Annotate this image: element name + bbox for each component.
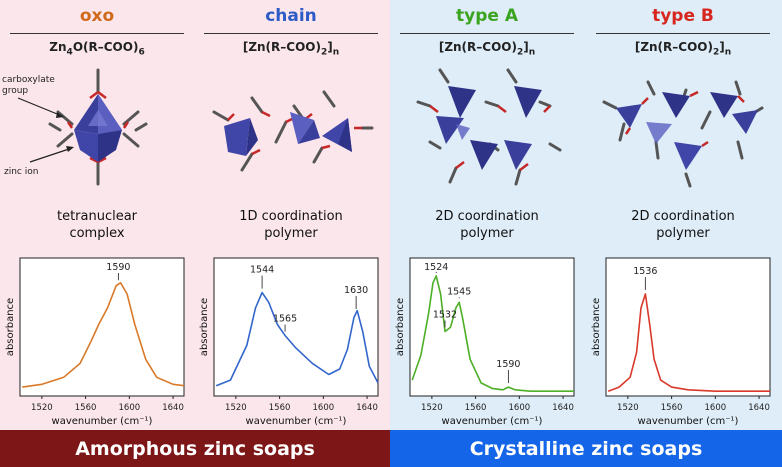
column-title: chain	[265, 6, 317, 26]
x-tick-label: 1560	[465, 403, 487, 413]
structure-description: 2D coordination polymer	[390, 208, 584, 242]
x-tick-label: 1640	[552, 403, 574, 413]
type-a-structure-diagram	[416, 68, 562, 186]
spectrum-line	[215, 291, 379, 387]
peak-label: 1590	[106, 262, 130, 273]
chemical-formula: [Zn(R–COO)2]n	[438, 40, 536, 58]
carboxylate-label: carboxylate	[2, 75, 55, 85]
amorphous-banner: Amorphous zinc soaps	[0, 430, 390, 467]
x-tick-label: 1520	[421, 403, 443, 413]
y-axis-label: absorbance	[199, 298, 210, 356]
structure-description: 1D coordination polymer	[194, 208, 388, 242]
x-tick-label: 1560	[75, 403, 97, 413]
description-line: tetranuclear	[56, 209, 138, 224]
y-axis-label: absorbance	[395, 298, 406, 356]
zinc-ion-label: zinc ion	[4, 167, 38, 177]
x-tick-label: 1520	[225, 403, 247, 413]
carboxylate-label-line2: group	[2, 86, 28, 96]
plot-frame	[19, 257, 185, 397]
x-tick-label: 1560	[661, 403, 683, 413]
y-axis-label: absorbance	[5, 298, 16, 356]
type-b-structure-diagram	[602, 80, 764, 188]
x-tick-label: 1520	[31, 403, 53, 413]
description-line: polymer	[460, 226, 514, 241]
x-tick-label: 1560	[269, 403, 291, 413]
x-axis-label: wavenumber (cm⁻¹)	[442, 416, 543, 427]
description-line: complex	[69, 226, 125, 241]
column-title: oxo	[79, 6, 115, 26]
x-tick-label: 1600	[313, 403, 335, 413]
chemical-formula: [Zn(R–COO)2]n	[634, 40, 732, 58]
x-tick-label: 1640	[162, 403, 184, 413]
divider	[400, 33, 574, 34]
x-tick-label: 1640	[356, 403, 378, 413]
peak-label: 1545	[447, 286, 471, 297]
x-tick-label: 1600	[705, 403, 727, 413]
divider	[596, 33, 770, 34]
spectrum-line	[411, 275, 574, 392]
crystalline-banner: Crystalline zinc soaps	[390, 430, 782, 467]
description-line: polymer	[264, 226, 318, 241]
x-axis-label: wavenumber (cm⁻¹)	[246, 416, 347, 427]
x-tick-label: 1640	[748, 403, 770, 413]
peak-label: 1590	[496, 359, 520, 370]
chemical-formula: [Zn(R–COO)2]n	[242, 40, 340, 58]
column-title: type A	[456, 6, 518, 26]
y-axis-label: absorbance	[591, 298, 602, 356]
x-tick-label: 1520	[617, 403, 639, 413]
peak-label: 1565	[273, 314, 297, 325]
x-tick-label: 1600	[509, 403, 531, 413]
description-line: polymer	[656, 226, 710, 241]
description-line: 2D coordination	[631, 209, 735, 224]
x-axis-label: wavenumber (cm⁻¹)	[52, 416, 153, 427]
peak-label: 1630	[344, 285, 368, 296]
peak-label: 1532	[433, 309, 457, 320]
peak-label: 1536	[633, 266, 657, 277]
ir-spectrum-chart: 1520 1560 1600 1640 wavenumber (cm⁻¹) absorba…	[5, 257, 185, 427]
oxo-annotations: carboxylate group zinc ion	[2, 75, 55, 177]
chain-structure-diagram	[212, 90, 374, 172]
spectrum-line	[607, 293, 770, 392]
x-axis-label: wavenumber (cm⁻¹)	[638, 416, 739, 427]
ir-spectrum-chart: 1520 1560 1600 1640 wavenumber (cm⁻¹) absorba…	[199, 257, 379, 427]
ir-spectrum-chart: 1520 1560 1600 1640 wavenumber (cm⁻¹) absorba…	[395, 257, 575, 427]
ir-spectrum-chart: 1520 1560 1600 1640 wavenumber (cm⁻¹) absorba…	[591, 257, 771, 427]
divider	[10, 33, 184, 34]
spectrum-line	[22, 282, 185, 388]
structure-description: 2D coordination polymer	[586, 208, 780, 242]
peak-label: 1524	[424, 262, 448, 273]
divider	[204, 33, 378, 34]
plot-frame	[213, 257, 379, 397]
chemical-formula: Zn4O(R–COO)6	[49, 40, 145, 58]
x-tick-label: 1600	[119, 403, 141, 413]
column-title: type B	[652, 6, 714, 26]
plot-frame	[605, 257, 771, 397]
description-line: 2D coordination	[435, 209, 539, 224]
description-line: 1D coordination	[239, 209, 343, 224]
structure-description: tetranuclear complex	[0, 208, 194, 242]
peak-label: 1544	[250, 265, 274, 276]
oxo-structure-diagram	[17, 68, 148, 186]
